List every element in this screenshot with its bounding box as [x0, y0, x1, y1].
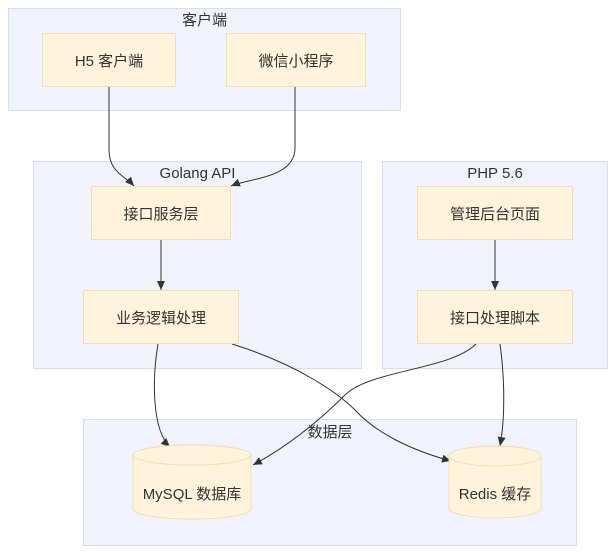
node-h5-client: H5 客户端 [42, 33, 176, 87]
edge-h5-to-api-layer [108, 87, 135, 187]
edge-wechat-to-api-layer [230, 87, 296, 187]
node-mysql-database: MySQL 数据库 [142, 485, 242, 503]
cluster-golang-api-title: Golang API [159, 165, 236, 182]
node-api-service-layer: 接口服务层 [91, 186, 231, 240]
node-api-script: 接口处理脚本 [417, 290, 573, 344]
edge-api-script-to-redis [497, 343, 506, 447]
cluster-data-layer-title: 数据层 [307, 424, 353, 441]
edge-biz-logic-to-redis [231, 343, 452, 463]
cluster-php-title: PHP 5.6 [467, 165, 523, 182]
cluster-client-title: 客户端 [181, 12, 227, 29]
node-wechat-miniprogram: 微信小程序 [226, 33, 366, 87]
node-redis-cache: Redis 缓存 [458, 485, 532, 503]
redis-cylinder-shape [448, 445, 542, 519]
mysql-cylinder-shape [132, 444, 252, 520]
edge-biz-logic-to-mysql [153, 343, 171, 448]
node-admin-page: 管理后台页面 [417, 186, 573, 240]
edge-api-script-to-mysql [252, 343, 477, 466]
node-business-logic: 业务逻辑处理 [83, 290, 239, 344]
